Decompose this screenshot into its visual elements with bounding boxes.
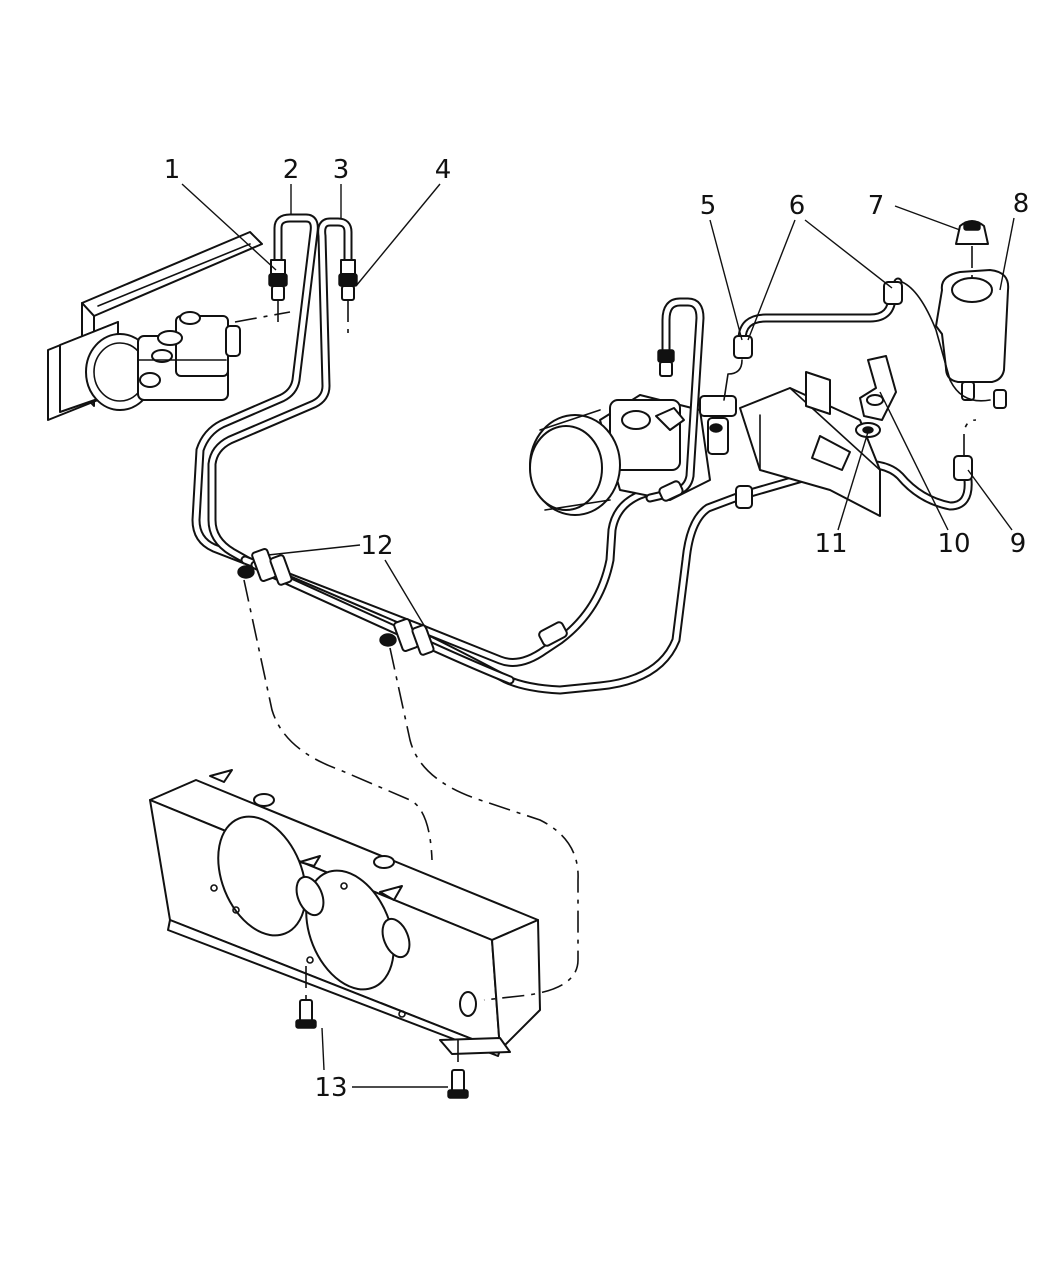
gear-hoses <box>191 213 353 570</box>
callout-3: 3 <box>333 155 350 185</box>
steering-pump <box>529 394 737 516</box>
frame-line-bundle <box>240 479 745 695</box>
frame-crossmember <box>149 769 541 1057</box>
reservoir <box>901 220 1010 409</box>
callout-9: 9 <box>1010 529 1027 559</box>
callout-2: 2 <box>283 155 300 185</box>
callout-8: 8 <box>1013 189 1030 219</box>
pump-pressure-line <box>645 297 705 503</box>
callouts: 1 2 3 4 5 6 7 8 9 10 11 12 13 <box>164 155 1030 1103</box>
reservoir-bracket <box>739 355 897 517</box>
callout-11: 11 <box>814 529 847 559</box>
callout-10: 10 <box>937 529 970 559</box>
steering-gear <box>47 231 291 421</box>
gear-fittings <box>268 259 358 336</box>
callout-13: 13 <box>314 1073 347 1103</box>
callout-6: 6 <box>789 191 806 221</box>
alignment-lines <box>243 579 579 1001</box>
callout-5: 5 <box>700 191 717 221</box>
callout-1: 1 <box>164 155 181 185</box>
callout-7: 7 <box>868 191 885 221</box>
callout-4: 4 <box>435 155 452 185</box>
line-clips <box>237 548 435 656</box>
leader-lines <box>181 183 1015 1088</box>
mounting-bolts <box>295 966 469 1099</box>
callout-12: 12 <box>360 531 393 561</box>
